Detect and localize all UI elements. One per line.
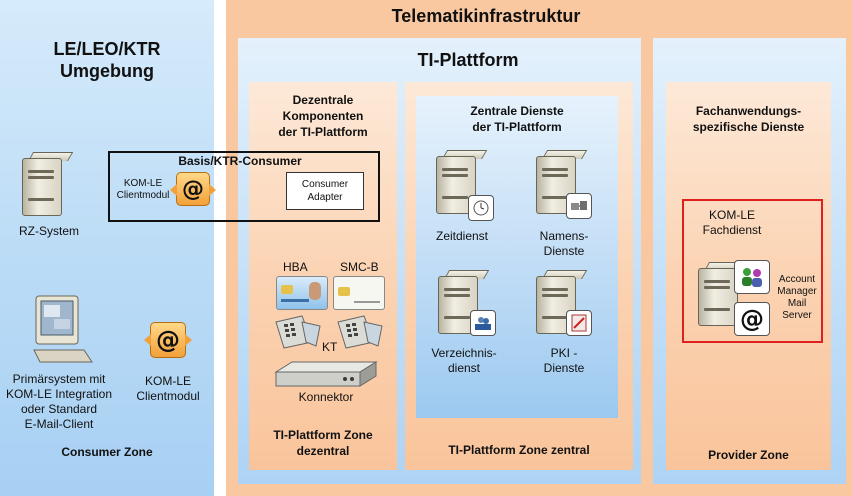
at-sign-icon: @ (170, 172, 216, 206)
zentral-title: Zentrale Dienste der TI-Plattform (470, 104, 564, 134)
consumer-zone-label: Consumer Zone (61, 445, 153, 459)
konnektor-device-icon (274, 360, 378, 390)
ti-platform-title: TI-Plattform (417, 50, 519, 70)
at-sign-icon: @ (144, 322, 192, 358)
smcb-card-icon (333, 276, 385, 310)
left-zone-title: LE/LEO/KTR Umgebung (53, 39, 161, 81)
fachanwendung-title: Fachanwendungs- spezifische Dienste (692, 104, 805, 134)
directory-service-label: Verzeichnis- dienst (431, 346, 497, 375)
rz-system-server-icon (22, 152, 74, 218)
consumer-adapter-box: Consumer Adapter (286, 172, 364, 210)
card-terminal-icon (334, 312, 386, 352)
mail-server-icon (698, 262, 750, 328)
client-module-label: KOM-LE Clientmodul (136, 374, 200, 403)
zentral-services-inner-zone (416, 96, 618, 418)
workstation-icon (32, 292, 94, 366)
users-icon (734, 260, 770, 294)
kt-label: KT (322, 340, 338, 354)
certificate-icon (566, 310, 592, 336)
name-service-server-icon (536, 150, 588, 216)
directory-icon (470, 310, 496, 336)
basis-client-module-label: KOM-LE Clientmodul (116, 178, 170, 201)
smcb-label: SMC-B (340, 260, 379, 274)
mail-server-label: Account Manager Mail Server (777, 274, 817, 321)
hba-card-icon (276, 276, 328, 310)
basis-ktr-consumer-title: Basis/KTR-Consumer (178, 154, 302, 168)
consumer-environment-zone (0, 0, 214, 496)
konnektor-label: Konnektor (298, 390, 354, 404)
at-sign-icon: @ (734, 302, 770, 336)
name-service-label: Namens- Dienste (539, 229, 589, 258)
rz-system-label: RZ-System (19, 224, 79, 238)
basis-ktr-consumer-box (108, 151, 380, 222)
provider-zone-label: Provider Zone (708, 448, 789, 462)
card-terminal-icon (272, 312, 324, 352)
fachdienst-label: KOM-LE Fachdienst (702, 208, 762, 237)
primary-system-label: Primärsystem mit KOM-LE Integration oder… (5, 372, 113, 431)
clock-icon (468, 195, 494, 221)
dezentral-zone-label: TI-Plattform Zone dezentral (273, 428, 373, 458)
time-service-label: Zeitdienst (435, 229, 489, 243)
pki-service-label: PKI - Dienste (543, 346, 585, 375)
hba-label: HBA (283, 260, 308, 274)
kom-le-fachdienst-highlight-box (682, 199, 823, 343)
dezentral-title: Dezentrale Komponenten der TI-Plattform (278, 93, 368, 139)
network-icon (566, 193, 592, 219)
zentral-zone-label: TI-Plattform Zone zentral (448, 443, 590, 457)
ti-title: Telematikinfrastruktur (391, 6, 581, 26)
